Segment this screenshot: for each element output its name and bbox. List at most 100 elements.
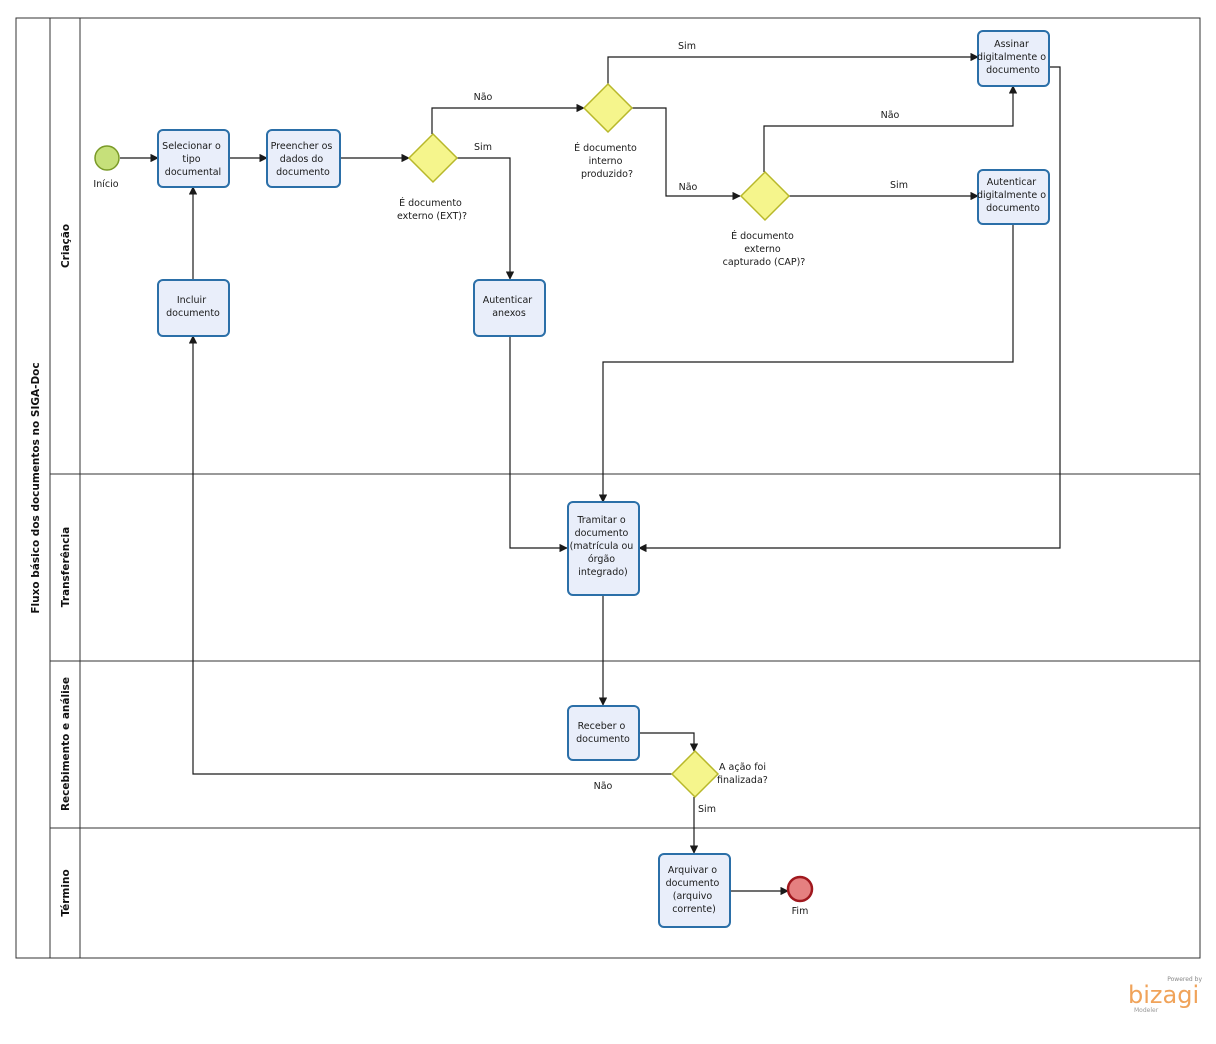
task-tramitar-line: órgão [588,554,615,565]
pool: Fluxo básico dos documentos no SIGA-Doc … [15,17,1201,959]
svg-text:Receber o documento: Receber o documento [576,721,630,745]
task-incluir[interactable]: Incluir documento [157,279,230,337]
flow-assinar-tramitar [638,66,1061,553]
svg-text:Assinar digitalmente o: Assinar digitalmente o documento [977,39,1049,76]
task-preencher[interactable]: Preencher os dados do documento [266,129,341,188]
flow-label-int-nao: Não [679,182,698,193]
flow-label-cap-sim: Sim [890,180,908,191]
flow-fin-nao [188,335,672,775]
task-autenticar-anexos-line: Autenticar [483,295,533,306]
flow-label-fin-nao: Não [594,781,613,792]
gateway-interno-line: interno [589,156,623,167]
task-selecionar-line: Selecionar o [162,141,221,152]
gateway-interno-line: produzido? [581,169,633,180]
task-tramitar-line: documento [575,528,629,539]
start-event-label: Início [93,179,118,190]
modeler-label: Modeler [1134,1007,1159,1014]
svg-text:É documento interno: É documento interno produzido? [574,142,640,180]
task-selecionar[interactable]: Selecionar o tipo documental [157,129,230,188]
task-autenticar-doc-line: documento [986,203,1040,214]
task-tramitar-line: integrado) [578,567,628,578]
flow-int-nao [632,107,741,201]
task-preencher-line: documento [276,167,330,178]
lane-label-criacao: Criação [60,224,72,268]
flow-cap-nao [763,85,1018,172]
lane-label-recebimento: Recebimento e análise [60,677,72,811]
gateway-interno-line: É documento [574,142,637,154]
task-tramitar-line: (matrícula ou [570,541,634,552]
sequence-flows [120,52,1061,896]
task-arquivar-line: (arquivo [673,891,713,902]
task-preencher-line: dados do [280,154,324,165]
task-autenticar-documento[interactable]: Autenticar digitalmente o documento [977,169,1050,225]
task-tramitar[interactable]: Tramitar o documento (matrícula ou órgão… [567,501,640,596]
bizagi-brand: Powered by bizagi Modeler [1128,976,1202,1020]
task-autenticar-anexos-line: anexos [492,308,526,319]
svg-text:Arquivar o documento: Arquivar o documento (arquivo corrente) [666,865,723,915]
end-event[interactable]: Fim [786,875,814,917]
task-assinar[interactable]: Assinar digitalmente o documento [977,30,1050,87]
lane-label-termino: Término [60,869,72,916]
lane-label-transferencia: Transferência [60,527,72,607]
svg-text:Autenticar anexos: Autenticar anexos [483,295,535,319]
gateway-finalizada-line: A ação foi [719,762,766,773]
task-incluir-line: Incluir [177,295,206,306]
flow-ext-nao [431,103,585,134]
start-event-circle[interactable] [94,145,120,171]
end-event-label: Fim [792,906,809,917]
gateway-capturado-line: capturado (CAP)? [723,257,806,268]
task-tramitar-line: Tramitar o [576,515,625,526]
task-arquivar-line: documento [666,878,720,889]
task-arquivar-line: Arquivar o [668,865,717,876]
flow-ext-sim [457,157,515,280]
svg-text:É documento externo: É documento externo capturado (CAP)? [723,230,806,268]
gateway-finalizada[interactable]: A ação foi finalizada? [670,749,769,799]
task-assinar-line: documento [986,65,1040,76]
svg-text:É documento externo (EXT: É documento externo (EXT)? [397,197,467,222]
gateway-capturado-line: externo [744,244,781,255]
gateway-externo[interactable]: É documento externo (EXT)? [397,132,467,222]
flow-receber-gw-finalizada [639,732,699,752]
task-assinar-line: digitalmente o [977,52,1046,63]
pool-title: Fluxo básico dos documentos no SIGA-Doc [30,362,42,613]
bizagi-logo: bizagi [1128,981,1200,1009]
svg-text:Selecionar o tipo: Selecionar o tipo documental [162,141,224,178]
task-selecionar-line: tipo [182,154,200,165]
task-autenticar-anexos[interactable]: Autenticar anexos [473,279,546,337]
task-autenticar-doc-line: Autenticar [987,177,1037,188]
flow-labels: Não Sim Sim Não Não Sim Não Sim [474,41,908,815]
flow-label-fin-sim: Sim [698,804,716,815]
start-event[interactable]: Início [93,145,120,190]
gateway-externo-line: É documento [399,197,462,209]
task-arquivar-line: corrente) [672,904,716,915]
task-receber-line: Receber o [578,721,626,732]
svg-text:Tramitar o documento: Tramitar o documento (matrícula ou órgão… [570,515,637,578]
gateway-capturado-line: É documento [731,230,794,242]
flow-label-cap-nao: Não [881,110,900,121]
gateway-finalizada-line: finalizada? [717,775,768,786]
gateway-externo-line: externo (EXT)? [397,211,467,222]
svg-text:A ação foi finalizada?: A ação foi finalizada? [717,762,769,786]
svg-text:Autenticar digitalmente: Autenticar digitalmente o documento [977,177,1049,214]
task-receber[interactable]: Receber o documento [567,705,640,761]
powered-by-label: Powered by [1167,976,1202,983]
svg-text:Incluir documento: Incluir documento [166,295,220,319]
task-assinar-line: Assinar [994,39,1029,50]
task-arquivar[interactable]: Arquivar o documento (arquivo corrente) [658,853,731,928]
end-event-circle[interactable] [786,875,814,903]
task-selecionar-line: documental [165,167,221,178]
task-receber-line: documento [576,734,630,745]
task-incluir-line: documento [166,308,220,319]
flow-label-ext-sim: Sim [474,142,492,153]
flow-autdoc-tramitar [598,224,1014,503]
flow-int-sim [607,52,979,84]
svg-text:Preencher os dados do: Preencher os dados do documento [271,141,336,178]
flow-anexos-tramitar [509,336,568,553]
flow-label-int-sim: Sim [678,41,696,52]
task-preencher-line: Preencher os [271,141,333,152]
gateway-interno[interactable]: É documento interno produzido? [574,82,640,180]
task-autenticar-doc-line: digitalmente o [977,190,1046,201]
flow-label-ext-nao: Não [474,92,493,103]
gateway-capturado[interactable]: É documento externo capturado (CAP)? [723,170,806,268]
